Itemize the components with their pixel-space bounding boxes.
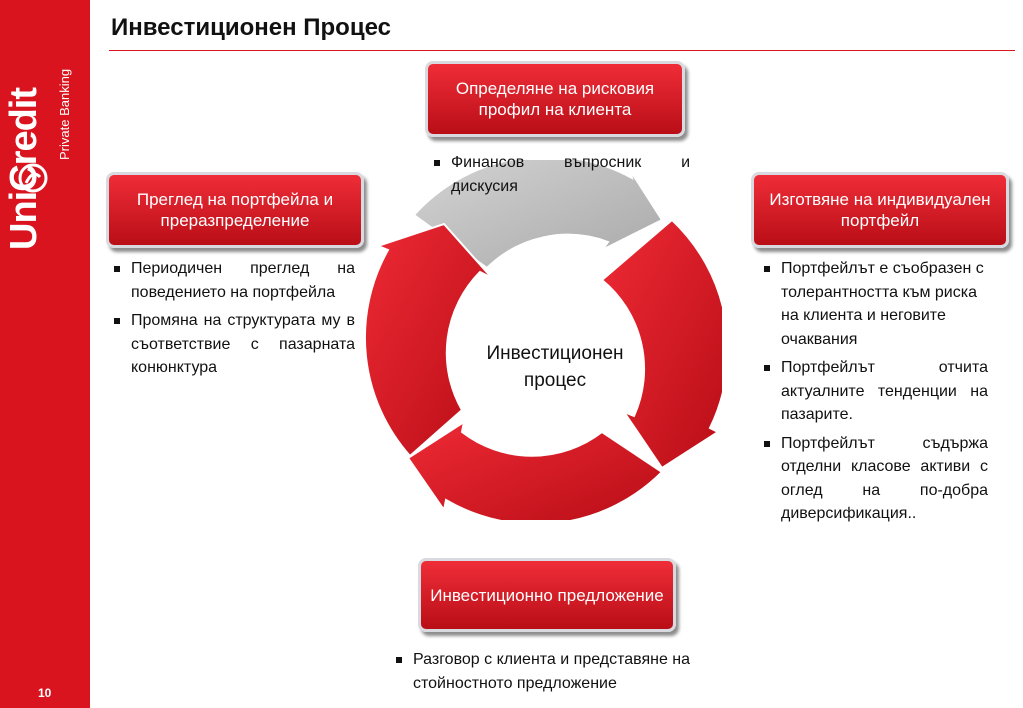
step-box-risk-profile: Определяне на рисковия профил на клиента bbox=[425, 61, 685, 137]
cycle-center-label: Инвестиционен процес bbox=[462, 340, 648, 394]
unicredit-logo-icon bbox=[18, 163, 48, 193]
cycle-arrow-top bbox=[412, 160, 664, 270]
slide-title: Инвестиционен Процес bbox=[111, 14, 391, 41]
bullet-item: Разговор с клиента и представяне на стой… bbox=[394, 648, 744, 695]
step-bullets-risk-profile: Финансов въпросник и дискусия bbox=[432, 151, 690, 203]
bullet-item: Периодичен преглед на поведението на пор… bbox=[112, 257, 355, 304]
brand-logo-text: UniCredit bbox=[3, 88, 45, 250]
cycle-arrow-bottom bbox=[406, 419, 664, 520]
cycle-center-line1: Инвестиционен bbox=[486, 343, 624, 364]
bullet-item: Промяна на структурата му в съответствие… bbox=[112, 309, 355, 380]
bullet-item: Портфейлът е съобразен с толерантността … bbox=[762, 257, 988, 351]
brand-division: Private Banking bbox=[57, 68, 72, 160]
title-divider bbox=[109, 50, 1015, 51]
cycle-arrow-left bbox=[363, 222, 493, 458]
step-box-portfolio-review: Преглед на портфейла и преразпределение bbox=[106, 172, 364, 248]
step-bullets-individual-portfolio: Портфейлът е съобразен с толерантността … bbox=[762, 257, 988, 531]
step-box-investment-proposal: Инвестиционно предложение bbox=[418, 558, 676, 632]
cycle-arrow-right bbox=[600, 218, 722, 470]
process-cycle-diagram bbox=[363, 160, 722, 520]
bullet-item: Финансов въпросник и дискусия bbox=[432, 151, 690, 198]
step-box-individual-portfolio: Изготвяне на индивидуален портфейл bbox=[751, 172, 1009, 248]
bullet-item: Портфейлът отчита актуалните тенденции н… bbox=[762, 356, 988, 427]
page-number: 10 bbox=[38, 686, 52, 700]
cycle-center-line2: процес bbox=[523, 370, 587, 391]
brand-sidebar: UniCredit Private Banking 10 bbox=[0, 0, 90, 708]
bullet-item: Портфейлът съдържа отделни класове актив… bbox=[762, 432, 988, 526]
step-bullets-investment-proposal: Разговор с клиента и представяне на стой… bbox=[394, 648, 744, 700]
step-bullets-portfolio-review: Периодичен преглед на поведението на пор… bbox=[112, 257, 355, 385]
